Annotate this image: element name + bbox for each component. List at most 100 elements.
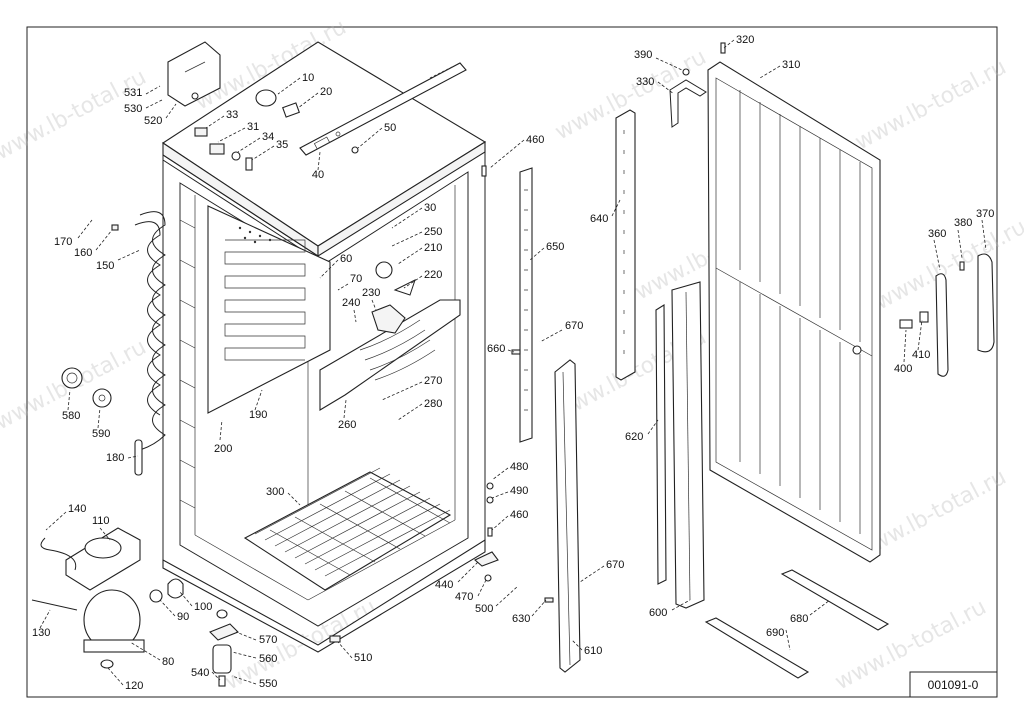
part-number-label: 520 bbox=[144, 115, 162, 127]
top-screws bbox=[682, 42, 726, 76]
callout-leader-line bbox=[297, 92, 319, 109]
part-number-label: 470 bbox=[455, 591, 473, 603]
door-panel bbox=[707, 61, 881, 563]
part-number-label: 640 bbox=[590, 213, 608, 225]
wire-shelf bbox=[243, 467, 452, 591]
part-number-label: 34 bbox=[262, 131, 274, 143]
callout-leader-line bbox=[723, 39, 735, 49]
callout-leader-line bbox=[67, 389, 71, 411]
top-rail bbox=[299, 62, 467, 156]
part-number-label: 31 bbox=[247, 121, 259, 133]
callout-leader-line bbox=[579, 565, 605, 583]
callout-leader-line bbox=[337, 283, 349, 291]
evaporator-plate bbox=[207, 205, 331, 414]
callout-leader-line bbox=[319, 259, 339, 279]
part-number-label: 40 bbox=[312, 169, 324, 181]
callout-leader-line bbox=[759, 65, 781, 79]
part-number-label: 360 bbox=[928, 228, 946, 240]
part-number-label: 510 bbox=[354, 652, 372, 664]
callout-leader-line bbox=[343, 399, 347, 419]
callout-layer: 1020303133343540506070809010011012013014… bbox=[32, 34, 994, 692]
left-small-parts bbox=[61, 224, 143, 476]
part-number-label: 460 bbox=[526, 134, 544, 146]
callout-leader-line bbox=[495, 585, 519, 607]
callout-leader-line bbox=[39, 609, 51, 629]
part-number-label: 330 bbox=[636, 76, 654, 88]
part-number-label: 650 bbox=[546, 241, 564, 253]
part-number-label: 320 bbox=[736, 34, 754, 46]
callout-leader-line bbox=[237, 137, 261, 153]
callout-leader-line bbox=[571, 639, 583, 651]
callout-leader-line bbox=[671, 599, 691, 611]
part-number-label: 480 bbox=[510, 461, 528, 473]
callout-leader-line bbox=[254, 389, 263, 411]
callout-leader-line bbox=[491, 467, 509, 481]
callout-leader-line bbox=[611, 199, 621, 217]
fan-shroud bbox=[319, 261, 461, 411]
callout-leader-line bbox=[397, 403, 423, 421]
callout-leader-line bbox=[491, 491, 509, 499]
part-number-label: 550 bbox=[259, 678, 277, 690]
part-number-label: 170 bbox=[54, 236, 72, 248]
callout-leader-line bbox=[277, 77, 301, 95]
part-number-label: 120 bbox=[125, 680, 143, 692]
callout-leader-line bbox=[903, 329, 907, 363]
part-number-label: 440 bbox=[435, 579, 453, 591]
thermostat-parts bbox=[194, 89, 300, 171]
callout-leader-line bbox=[205, 115, 225, 129]
part-number-label: 70 bbox=[350, 273, 362, 285]
callout-leader-line bbox=[391, 207, 423, 229]
part-number-label: 370 bbox=[976, 208, 994, 220]
callout-leader-line bbox=[117, 249, 141, 261]
part-number-label: 610 bbox=[584, 645, 602, 657]
callout-leader-line bbox=[145, 99, 163, 109]
part-number-label: 240 bbox=[342, 297, 360, 309]
part-number-label: 250 bbox=[424, 226, 442, 238]
watermark-text: www.lb-total.ru bbox=[871, 215, 1024, 316]
callout-leader-line bbox=[97, 407, 101, 429]
callout-leader-line bbox=[371, 299, 377, 311]
callout-leader-line bbox=[287, 492, 301, 506]
callout-leader-line bbox=[917, 319, 923, 351]
part-number-label: 100 bbox=[194, 601, 212, 613]
callout-leader-line bbox=[785, 629, 791, 651]
callout-leader-line bbox=[165, 103, 177, 119]
part-number-label: 10 bbox=[302, 72, 314, 84]
door-rails bbox=[615, 79, 707, 609]
part-number-label: 180 bbox=[106, 452, 124, 464]
part-number-label: 20 bbox=[320, 86, 332, 98]
callout-leader-line bbox=[507, 349, 515, 353]
callout-leader-line bbox=[337, 641, 353, 659]
callout-leader-line bbox=[531, 599, 547, 617]
part-number-label: 140 bbox=[68, 503, 86, 515]
callout-leader-line bbox=[489, 139, 525, 169]
callout-leader-line bbox=[491, 515, 509, 531]
part-number-label: 270 bbox=[424, 375, 442, 387]
evaporator-dots bbox=[238, 226, 272, 244]
side-rail-marks bbox=[179, 219, 196, 509]
part-number-label: 35 bbox=[276, 139, 288, 151]
callout-leader-line bbox=[129, 641, 161, 661]
part-number-label: 220 bbox=[424, 269, 442, 281]
callout-leader-line bbox=[357, 127, 383, 149]
part-number-label: 530 bbox=[124, 103, 142, 115]
part-number-label: 680 bbox=[790, 613, 808, 625]
part-number-label: 60 bbox=[340, 253, 352, 265]
callout-leader-line bbox=[231, 675, 257, 685]
callout-leader-line bbox=[211, 671, 221, 681]
part-number-label: 460 bbox=[510, 509, 528, 521]
hinge-rails bbox=[473, 165, 581, 673]
document-id-box: 001091-0 bbox=[909, 671, 998, 698]
drawing-frame bbox=[26, 26, 998, 698]
part-number-label: 80 bbox=[162, 656, 174, 668]
handle-lock-parts bbox=[899, 253, 995, 377]
part-number-label: 190 bbox=[249, 409, 267, 421]
callout-leader-line bbox=[179, 591, 193, 607]
callout-leader-line bbox=[77, 219, 93, 239]
bottom-small-parts bbox=[149, 578, 341, 687]
part-number-label: 90 bbox=[177, 611, 189, 623]
callout-leader-line bbox=[145, 85, 161, 95]
part-number-label: 620 bbox=[625, 431, 643, 443]
part-number-label: 310 bbox=[782, 59, 800, 71]
part-number-label: 260 bbox=[338, 419, 356, 431]
